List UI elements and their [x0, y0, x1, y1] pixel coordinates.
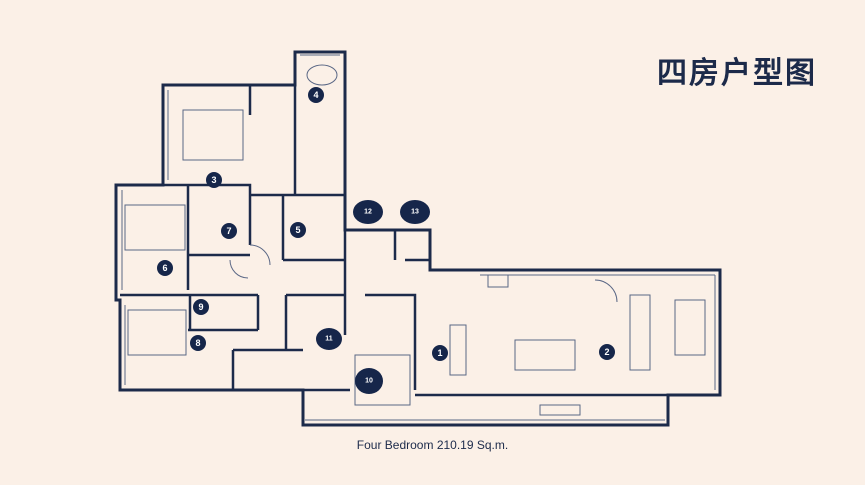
room-marker-label: 13	[411, 209, 419, 216]
room-marker-label: 3	[211, 175, 216, 185]
room-marker-3: 3	[206, 172, 222, 188]
room-marker-8: 8	[190, 335, 206, 351]
room-marker-12: 12	[353, 200, 383, 224]
room-marker-label: 9	[198, 302, 203, 312]
furniture	[124, 64, 706, 416]
page-title: 四房户型图	[657, 56, 817, 91]
interior-walls	[120, 85, 668, 397]
room-marker-4: 4	[308, 87, 324, 103]
room-marker-label: 12	[364, 209, 372, 216]
room-marker-1: 1	[432, 345, 448, 361]
room-marker-9: 9	[193, 299, 209, 315]
room-marker-label: 11	[325, 336, 333, 343]
room-marker-13: 13	[400, 200, 430, 224]
room-marker-6: 6	[157, 260, 173, 276]
room-marker-5: 5	[290, 222, 306, 238]
room-marker-10: 10	[355, 368, 383, 394]
room-marker-label: 7	[226, 226, 231, 236]
area-caption: Four Bedroom 210.19 Sq.m.	[356, 438, 509, 452]
room-marker-label: 6	[162, 263, 167, 273]
window-lines	[121, 54, 716, 421]
outer-wall	[114, 50, 722, 427]
room-marker-2: 2	[599, 344, 615, 360]
room-marker-label: 10	[365, 378, 373, 385]
room-marker-label: 1	[437, 348, 442, 358]
door-swings	[229, 244, 618, 303]
room-marker-7: 7	[221, 223, 237, 239]
room-marker-label: 4	[313, 90, 318, 100]
room-marker-label: 8	[195, 338, 200, 348]
room-marker-11: 11	[316, 328, 342, 350]
room-marker-label: 2	[604, 347, 609, 357]
room-marker-label: 5	[295, 225, 300, 235]
